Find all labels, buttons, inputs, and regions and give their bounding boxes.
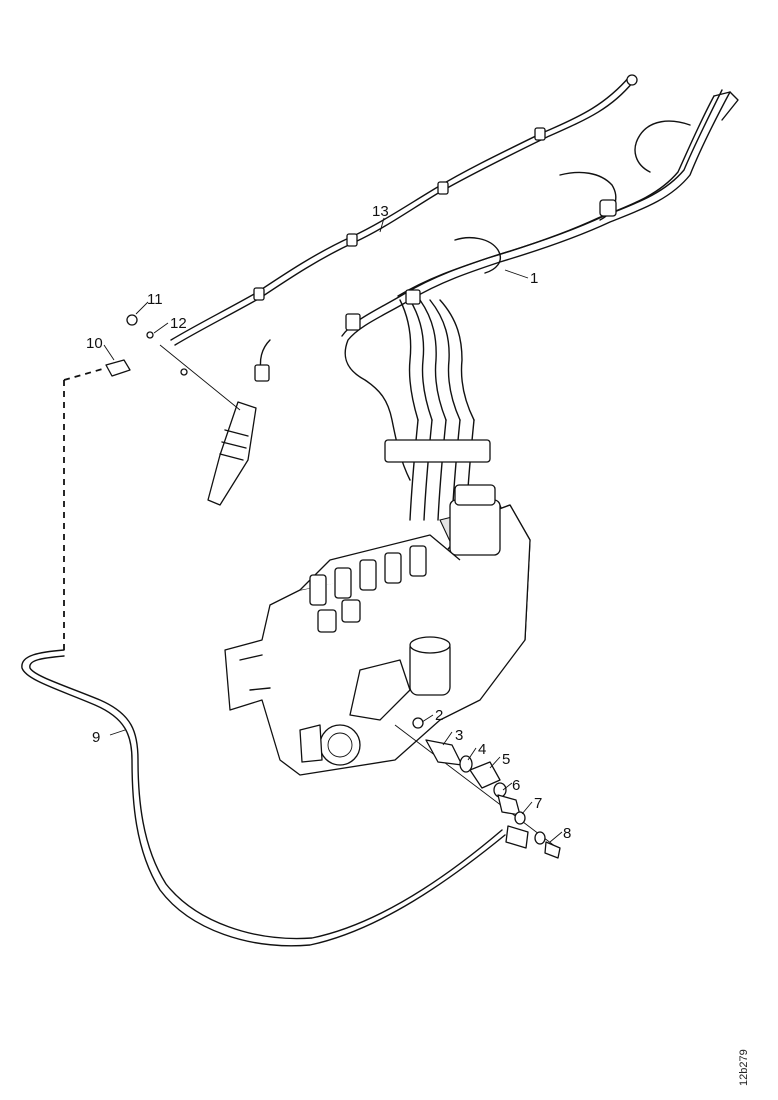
callout-6: 6 [512,777,520,794]
injection-pump [224,484,531,776]
callout-11: 11 [147,291,163,308]
leak-off-line-9 [21,367,506,947]
return-line-13 [170,74,638,346]
injector-assembly [105,314,271,506]
callout-7: 7 [534,795,542,812]
callout-13: 13 [372,203,389,220]
callout-3: 3 [455,727,463,744]
callout-1: 1 [530,270,538,287]
overflow-valve-fittings [394,717,561,859]
callout-5: 5 [502,751,510,768]
callout-12: 12 [170,315,187,332]
callout-labels: 1 2 3 4 5 6 7 8 9 10 11 12 13 [86,203,571,842]
callout-4: 4 [478,741,486,758]
injector-pipe-bundle-1 [341,89,739,521]
callout-leaders [103,217,563,843]
callout-9: 9 [92,729,100,746]
callout-10: 10 [86,335,103,352]
callout-2: 2 [435,707,443,724]
figure-code: 12b279 [738,1049,750,1086]
callout-8: 8 [563,825,571,842]
pump-outlet-fittings [309,545,427,633]
